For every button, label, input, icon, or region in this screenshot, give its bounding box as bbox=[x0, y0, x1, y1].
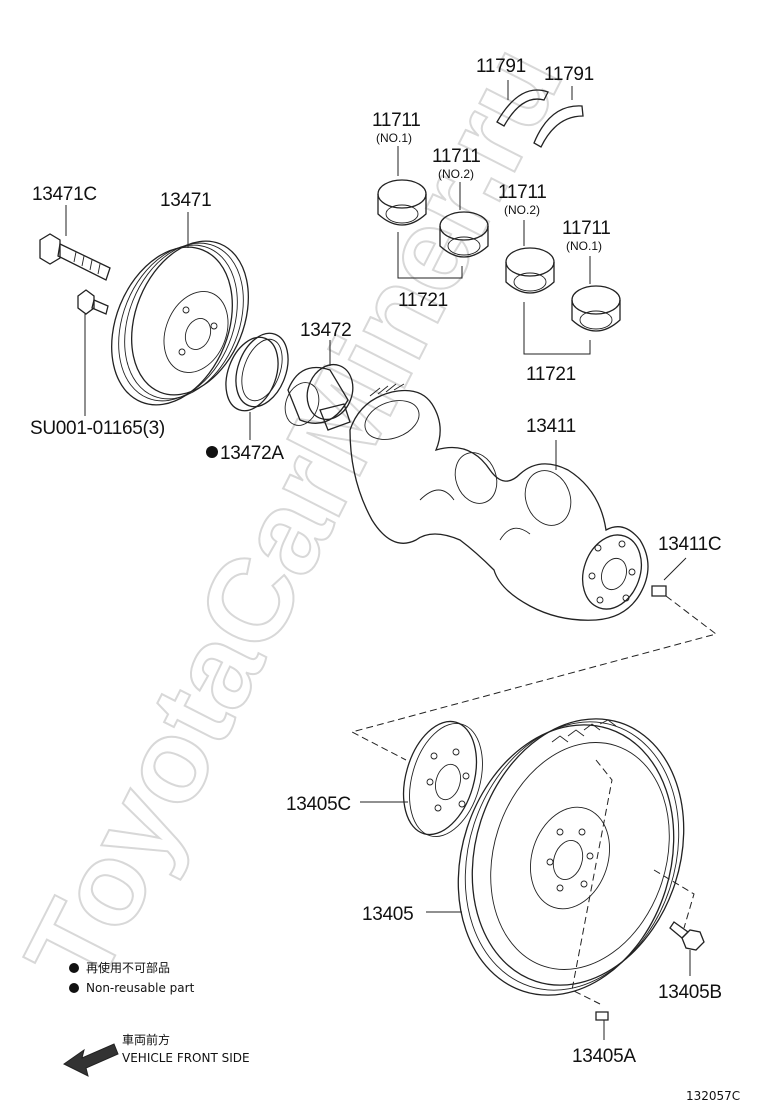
label-11711-no2-right[interactable]: 11711 bbox=[498, 182, 547, 203]
legend-jp: 再使用不可部品 bbox=[86, 960, 170, 975]
label-13472[interactable]: 13472 bbox=[300, 320, 352, 341]
pulley-bolt[interactable] bbox=[39, 233, 111, 281]
label-su001-01165[interactable]: SU001-01165(3) bbox=[30, 418, 165, 439]
direction-label-jp: 車両前方 bbox=[122, 1032, 170, 1047]
label-11711-no1-left[interactable]: 11711 bbox=[372, 110, 421, 131]
crankshaft[interactable] bbox=[349, 383, 651, 621]
label-11711-no1-right[interactable]: 11711 bbox=[562, 218, 611, 239]
label-13471[interactable]: 13471 bbox=[160, 190, 212, 211]
crankshaft-pulley[interactable] bbox=[89, 224, 270, 423]
label-13405c[interactable]: 13405C bbox=[286, 794, 351, 815]
label-13411[interactable]: 13411 bbox=[526, 416, 576, 437]
label-13405a[interactable]: 13405A bbox=[572, 1046, 637, 1067]
label-13471c[interactable]: 13471C bbox=[32, 184, 97, 205]
label-13472a[interactable]: 13472A bbox=[220, 443, 285, 464]
flywheel[interactable] bbox=[424, 691, 717, 1023]
label-11721-right[interactable]: 11721 bbox=[526, 364, 576, 385]
thrust-washer-right[interactable] bbox=[533, 105, 584, 148]
label-11711-no2-right-sub: (NO.2) bbox=[504, 203, 540, 217]
label-11711-no1-right-sub: (NO.1) bbox=[566, 239, 602, 253]
label-13411c[interactable]: 13411C bbox=[658, 534, 722, 555]
thrust-washer-left[interactable] bbox=[496, 89, 549, 127]
oil-seal[interactable] bbox=[216, 326, 297, 418]
legend-marker-jp bbox=[69, 963, 79, 973]
flywheel-bolt[interactable] bbox=[669, 921, 705, 951]
label-13405[interactable]: 13405 bbox=[362, 904, 414, 925]
figure-code: 132057C bbox=[686, 1089, 740, 1103]
label-11791-left[interactable]: 11791 bbox=[476, 56, 526, 77]
crankshaft-pin[interactable] bbox=[651, 585, 667, 597]
non-reusable-marker bbox=[206, 446, 218, 458]
bearing-shell-no2-left[interactable] bbox=[439, 211, 489, 258]
bearing-shell-no1-right[interactable] bbox=[571, 285, 621, 332]
legend-marker-en bbox=[69, 983, 79, 993]
label-13405b[interactable]: 13405B bbox=[658, 982, 722, 1003]
label-11791-right[interactable]: 11791 bbox=[544, 64, 594, 85]
pulley-small-bolt[interactable] bbox=[77, 289, 109, 315]
crankshaft-timing-gear[interactable] bbox=[279, 358, 360, 431]
direction-label-en: VEHICLE FRONT SIDE bbox=[122, 1051, 250, 1065]
label-11711-no2-left[interactable]: 11711 bbox=[432, 146, 481, 167]
flywheel-spacer-plate[interactable] bbox=[391, 713, 494, 845]
vehicle-front-arrow-icon bbox=[63, 1043, 119, 1077]
flywheel-pin[interactable] bbox=[595, 1011, 609, 1021]
bearing-shell-no2-right[interactable] bbox=[505, 247, 555, 294]
label-11711-no2-left-sub: (NO.2) bbox=[438, 167, 474, 181]
label-11721-left[interactable]: 11721 bbox=[398, 290, 448, 311]
bearing-shell-no1-left[interactable] bbox=[377, 179, 427, 226]
legend-en: Non-reusable part bbox=[86, 981, 195, 995]
watermark: ToyotaCarMiner.ru bbox=[1, 26, 588, 1007]
label-11711-no1-left-sub: (NO.1) bbox=[376, 131, 412, 145]
